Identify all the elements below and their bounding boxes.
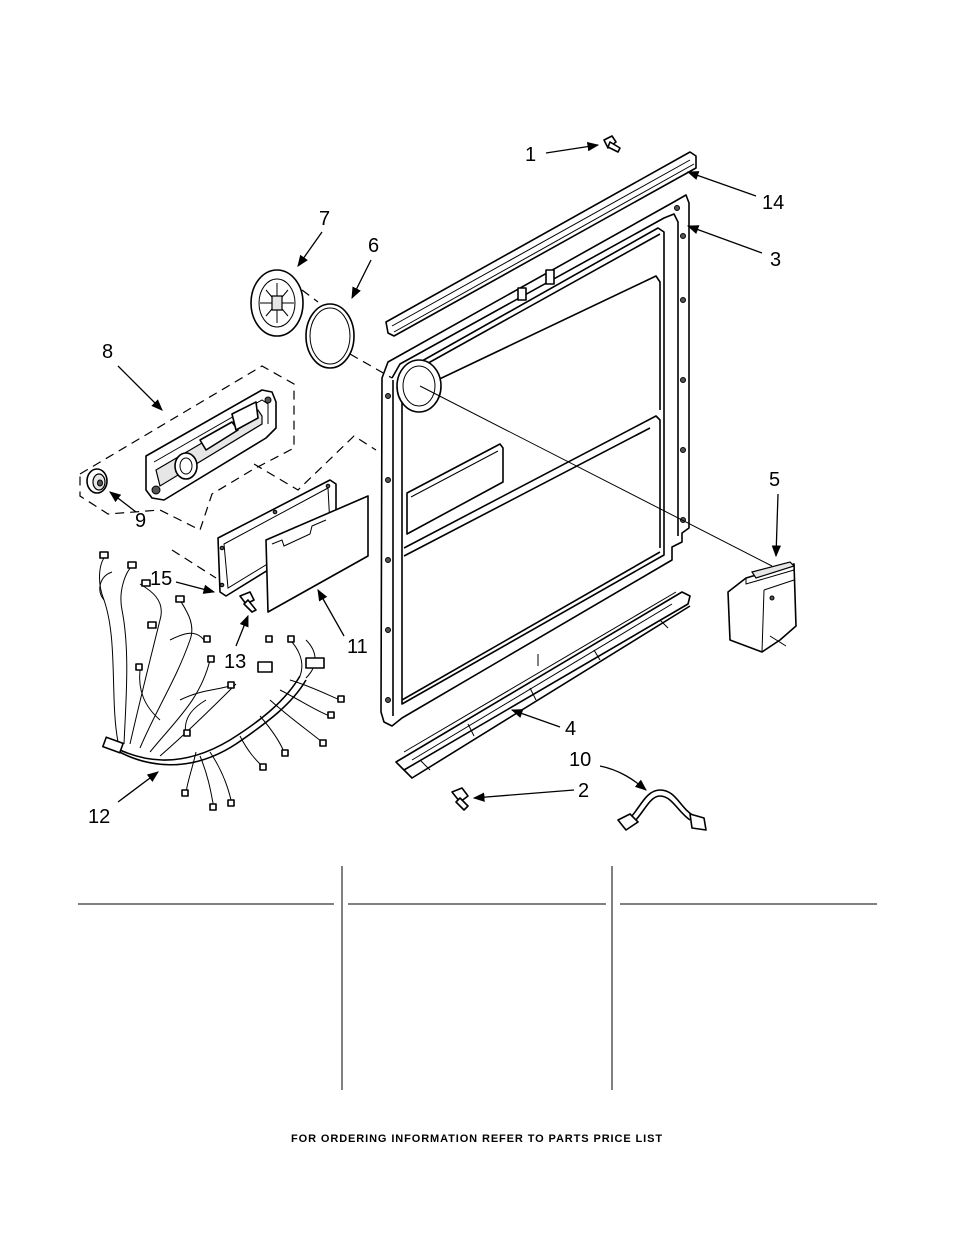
callout-2: 2 [578,780,589,802]
wire-connector [617,789,707,831]
vent-cap [250,269,304,337]
inner-door-panel [380,194,690,727]
leader-lines [109,141,782,803]
vent-gasket [305,303,355,369]
trim-screw [603,135,621,153]
bottom-screw [451,787,469,811]
vent-alignment-line [419,385,773,567]
callout-10: 10 [569,749,591,771]
callout-9: 9 [135,510,146,532]
panel-screw-holes [385,205,686,703]
callout-14: 14 [762,192,784,214]
vent-duct [727,561,797,653]
control-knob [86,468,108,494]
callout-6: 6 [368,235,379,257]
bottom-trim-bar [395,591,691,779]
callout-12: 12 [88,806,110,828]
callout-4: 4 [565,718,576,740]
callout-13: 13 [224,651,246,673]
assembly-dashed-line [253,435,377,491]
callout-1: 1 [525,144,536,166]
board-screw [239,591,257,613]
callout-8: 8 [102,341,113,363]
control-board [265,495,369,613]
callout-5: 5 [769,469,780,491]
control-console [145,389,277,501]
parts-table-grid [78,866,877,1090]
callout-11: 11 [347,636,368,658]
callout-labels: 1 14 3 7 6 8 9 5 15 13 11 4 10 2 12 [88,144,784,828]
wire-harness [99,551,345,811]
callout-15: 15 [150,568,172,590]
console-dashed-outline [79,365,295,531]
assembly-dashed-line-2 [171,549,217,579]
callout-7: 7 [319,208,330,230]
callout-3: 3 [770,249,781,271]
top-trim-strip [385,151,697,337]
ordering-info-footer: FOR ORDERING INFORMATION REFER TO PARTS … [291,1133,663,1145]
vent-dashed-line [301,289,393,379]
